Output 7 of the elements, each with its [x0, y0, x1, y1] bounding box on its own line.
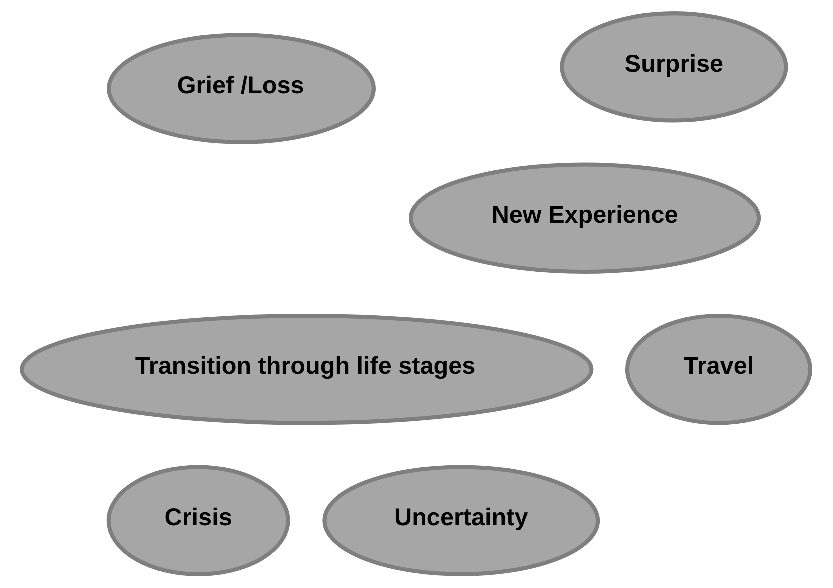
node-ellipse: Transition through life stages: [20, 314, 594, 426]
node-ellipse: Crisis: [106, 465, 290, 576]
node-ellipse: Uncertainty: [322, 465, 600, 576]
node-ellipse: Travel: [625, 314, 812, 426]
node-ellipse: Grief /Loss: [107, 33, 376, 144]
node-ellipse: New Experience: [408, 162, 762, 274]
node-ellipse: Surprise: [560, 12, 788, 123]
